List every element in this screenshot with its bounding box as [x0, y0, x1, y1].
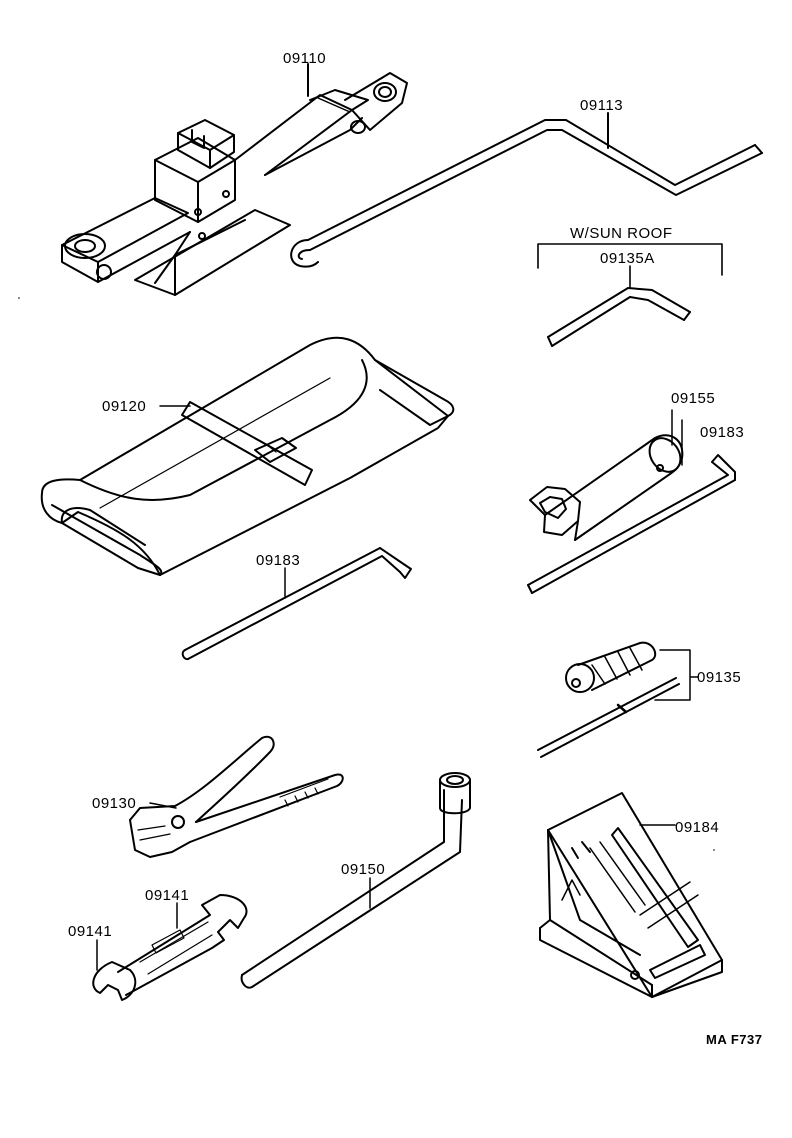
screwdriver-set — [537, 641, 680, 758]
callout-wrench-lower: 09141 — [68, 923, 113, 940]
callout-jack-handle: 09113 — [580, 97, 624, 114]
callout-pliers: 09130 — [92, 795, 137, 812]
l-bar-left — [181, 547, 412, 661]
leader-09130 — [149, 802, 177, 809]
callout-sunroof-wrench: 09135A — [600, 250, 655, 267]
callout-screwdriver-set: 09135 — [697, 669, 742, 686]
wrench-pair — [92, 894, 248, 1001]
callout-sunroof-group: W/SUN ROOF — [570, 225, 673, 242]
figure-code: MA F737 — [706, 1032, 763, 1047]
callout-socket: 09155 — [671, 390, 716, 407]
callout-l-bar-right: 09183 — [700, 424, 745, 441]
callout-wrench-upper: 09141 — [145, 887, 190, 904]
tool-bag — [40, 336, 455, 576]
wheel-chock — [539, 792, 723, 998]
plug-socket — [529, 434, 684, 541]
callout-tool-bag: 09120 — [102, 398, 147, 415]
pliers — [129, 735, 344, 858]
sunroof-wrench — [547, 287, 691, 347]
callout-lug-wrench: 09150 — [341, 861, 386, 878]
l-bar-right — [527, 454, 736, 594]
jack-handle — [290, 119, 763, 268]
sunroof-bracket — [537, 243, 723, 276]
lug-wrench — [240, 772, 471, 989]
scissor-jack — [61, 72, 408, 296]
callout-l-bar-left: 09183 — [256, 552, 301, 569]
leader-09135 — [654, 649, 699, 701]
callout-wheel-chock: 09184 — [675, 819, 720, 836]
callout-jack: 09110 — [283, 50, 327, 67]
